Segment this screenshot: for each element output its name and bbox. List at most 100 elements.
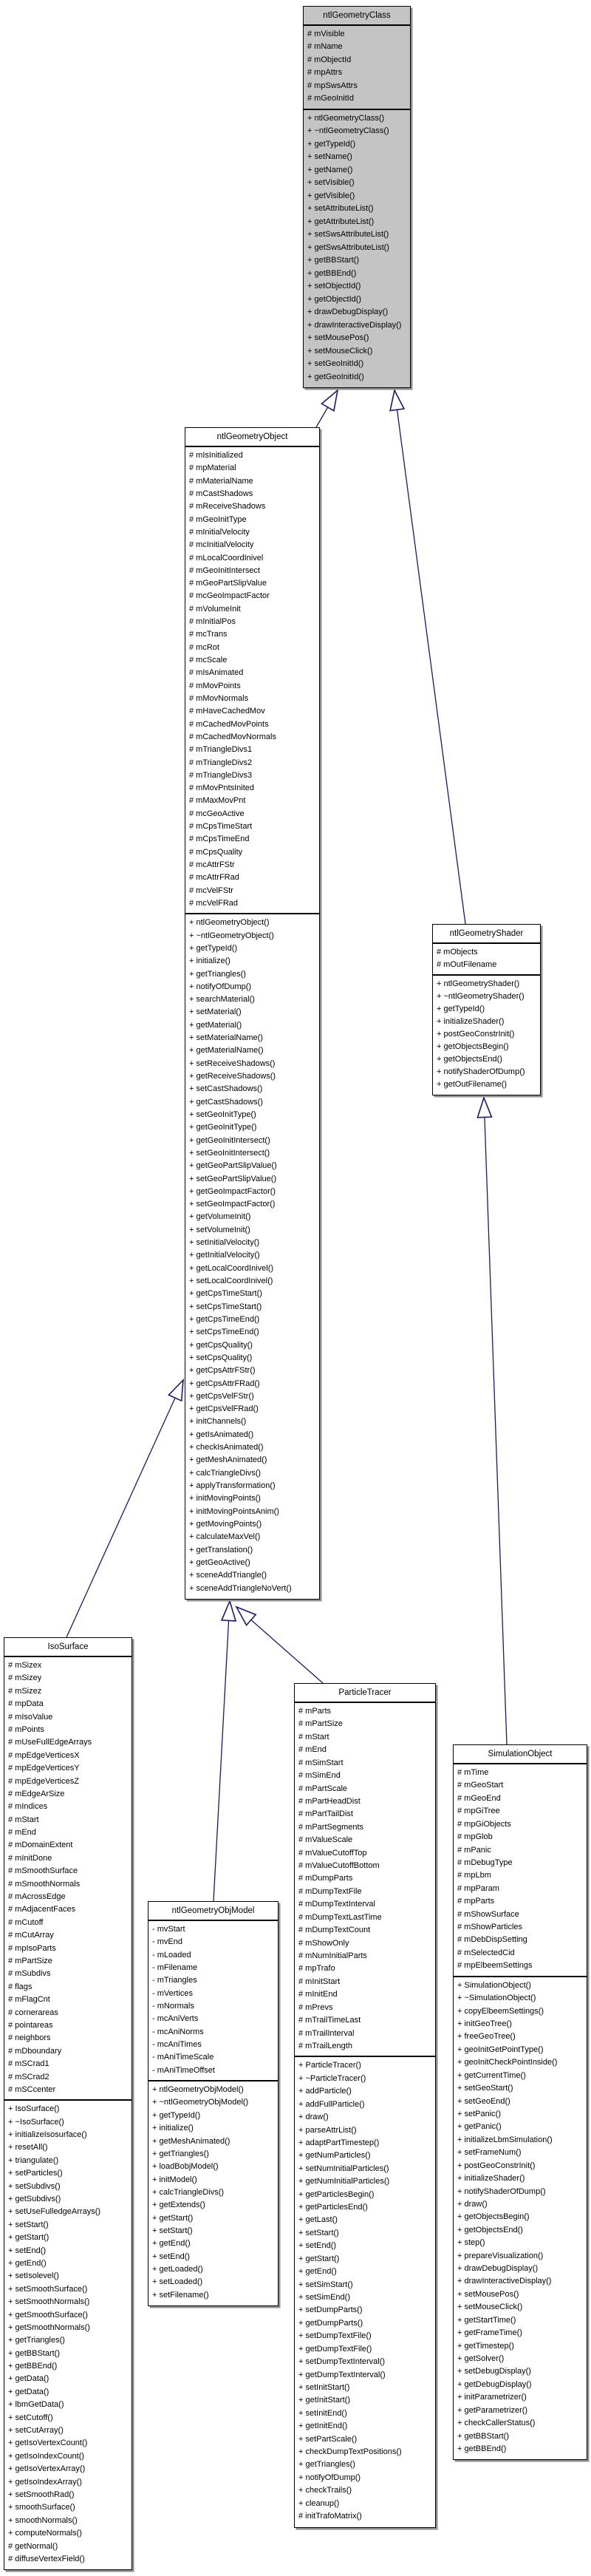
- attribute-row: # mpParts: [457, 1897, 495, 1906]
- method-row: + setCpsTimeEnd(): [189, 1328, 259, 1337]
- attribute-row: # neighbors: [8, 2033, 51, 2043]
- attribute-row: # mStart: [298, 1732, 329, 1741]
- method-row: + setStart(): [152, 2226, 193, 2235]
- method-row: + initializeIsosurface(): [8, 2130, 87, 2140]
- class-title[interactable]: ParticleTracer: [295, 1684, 435, 1703]
- method-row: + initializeLbmSimulation(): [457, 2135, 553, 2144]
- class-box-IsoSurface[interactable]: IsoSurface # mSizex# mSizey# mSizez# mpD…: [4, 1637, 132, 2570]
- method-row: + getInitStart(): [298, 2396, 351, 2405]
- attribute-row: # mTime: [457, 1768, 489, 1777]
- attribute-row: # mDumpParts: [298, 1874, 353, 1883]
- method-row: + setMaterial(): [189, 1007, 242, 1017]
- method-row: + getCpsVelFRad(): [189, 1404, 259, 1414]
- method-row: + getStartTime(): [457, 2315, 516, 2325]
- method-row: + setObjectId(): [307, 282, 361, 291]
- method-row: + getData(): [8, 2387, 49, 2396]
- class-title[interactable]: ntlGeometryShader: [433, 925, 540, 944]
- class-box-ntlGeometryObject[interactable]: ntlGeometryObject # mIsInitialized# mpMa…: [185, 427, 320, 1600]
- class-title[interactable]: SimulationObject: [454, 1745, 587, 1764]
- method-row: + addFullParticle(): [298, 2099, 365, 2109]
- class-box-ntlGeometryObjModel[interactable]: ntlGeometryObjModel - mvStart- mvEnd- mL…: [148, 1901, 279, 2306]
- method-row: + getDebugDisplay(): [457, 2379, 532, 2389]
- method-row: + getNumParticles(): [298, 2151, 371, 2161]
- attribute-row: # mTrailInterval: [298, 2028, 355, 2038]
- method-row: + getData(): [8, 2374, 49, 2384]
- class-box-ntlGeometryShader[interactable]: ntlGeometryShader # mObjects# mOutFilena…: [432, 924, 541, 1095]
- method-row: + setStart(): [8, 2220, 49, 2229]
- method-row: + setCpsTimeStart(): [189, 1302, 262, 1311]
- method-row: + sceneAddTriangleNoVert(): [189, 1583, 292, 1593]
- class-box-SimulationObject[interactable]: SimulationObject # mTime# mGeoStart# mGe…: [453, 1744, 587, 2460]
- attribute-row: # mMovPntsInited: [189, 784, 255, 793]
- attribute-row: # mPrevs: [298, 2002, 333, 2012]
- method-row: + drawInteractiveDisplay(): [457, 2277, 552, 2286]
- method-row: + setSubdivs(): [8, 2181, 61, 2191]
- methods-section: + ParticleTracer()+ ~ParticleTracer()+ a…: [295, 2057, 435, 2526]
- method-row: + setMousePos(): [457, 2289, 519, 2299]
- attribute-row: # mcAttrFRad: [189, 873, 239, 883]
- class-title[interactable]: ntlGeometryObjModel: [148, 1902, 278, 1921]
- class-title[interactable]: IsoSurface: [4, 1638, 131, 1657]
- method-row: + setInitStart(): [298, 2382, 350, 2392]
- method-row: + setInitialVelocity(): [189, 1238, 260, 1248]
- method-row: + ~ntlGeometryShader(): [437, 992, 525, 1001]
- attribute-row: # mTrailLength: [298, 2041, 352, 2050]
- class-title[interactable]: ntlGeometryClass: [304, 7, 410, 26]
- attribute-row: # mSimStart: [298, 1758, 344, 1767]
- method-row: + getObjectsBegin(): [457, 2212, 530, 2222]
- attribute-row: # mVolumeInit: [189, 604, 241, 614]
- method-row: + lbmGetData(): [8, 2400, 64, 2410]
- attribute-row: # mPartSize: [8, 1956, 52, 1965]
- class-title[interactable]: ntlGeometryObject: [185, 428, 319, 447]
- method-row: + setMouseClick(): [457, 2303, 523, 2312]
- method-row: + getTriangles(): [189, 969, 246, 979]
- method-row: + getIsoIndexArray(): [8, 2477, 82, 2487]
- attribute-row: # mpGiObjects: [457, 1819, 511, 1829]
- attribute-row: # mValueCutoffTop: [298, 1848, 367, 1858]
- inheritance-edge-ParticleTracer-to-ntlGeometryObject: [236, 1607, 324, 1684]
- attribute-row: # mDumpTextLastTime: [298, 1912, 382, 1922]
- method-row: + getGeoInitId(): [307, 372, 364, 381]
- attribute-row: # mpGlob: [457, 1832, 493, 1842]
- class-box-ParticleTracer[interactable]: ParticleTracer # mParts# mPartSize# mSta…: [294, 1683, 436, 2528]
- attribute-row: # mSCrad2: [8, 2072, 49, 2081]
- method-row: + getCpsAttrFStr(): [189, 1366, 256, 1376]
- attribute-row: # mpData: [8, 1699, 44, 1709]
- method-row: + step(): [457, 2238, 485, 2248]
- attribute-row: - mAniTimeOffset: [152, 2065, 215, 2075]
- attribute-row: # mNumInitialParts: [298, 1951, 367, 1961]
- method-row: + getEnd(): [8, 2258, 47, 2268]
- method-row: + getTypeId(): [152, 2110, 201, 2120]
- attribute-row: # mValueCutoffBottom: [298, 1861, 380, 1871]
- attribute-row: # mIsInitialized: [189, 451, 243, 460]
- method-row: + cleanup(): [298, 2498, 340, 2508]
- method-row: + setDumpTextFile(): [298, 2331, 372, 2341]
- method-row: + getGeoActive(): [189, 1557, 250, 1567]
- method-row: + getGeoInitType(): [189, 1123, 257, 1132]
- attribute-row: # mObjectId: [307, 55, 352, 64]
- method-row: + getEnd(): [298, 2267, 337, 2277]
- method-row: + postGeoConstrInit(): [457, 2161, 536, 2170]
- method-row: + setSimStart(): [298, 2280, 353, 2289]
- attribute-row: # mFlagCnt: [8, 1995, 50, 2005]
- attribute-row: # mObjects: [437, 948, 478, 956]
- method-row: + getDumpTextInterval(): [298, 2370, 386, 2379]
- method-row: + setIsolevel(): [8, 2271, 59, 2281]
- attribute-row: # mCpsQuality: [189, 847, 243, 857]
- class-box-ntlGeometryClass[interactable]: ntlGeometryClass # mVisible# mName# mObj…: [303, 6, 411, 388]
- method-row: + setSimEnd(): [298, 2292, 350, 2302]
- attribute-row: # mEnd: [8, 1828, 36, 1838]
- attributes-section: # mSizex# mSizey# mSizez# mpData# mIsoVa…: [4, 1657, 131, 2101]
- method-row: + getCpsTimeStart(): [189, 1289, 262, 1299]
- attribute-row: # mValueScale: [298, 1835, 353, 1845]
- method-row: + setVolumeInit(): [189, 1225, 250, 1234]
- method-row: + setGeoInitIntersect(): [189, 1148, 270, 1158]
- method-row: + initModel(): [152, 2175, 197, 2184]
- method-row: + getVisible(): [307, 191, 355, 200]
- attributes-section: - mvStart- mvEnd- mLoaded- mFilename- mT…: [148, 1921, 278, 2082]
- method-row: + getBBEnd(): [307, 268, 357, 278]
- method-row: + getTypeId(): [437, 1005, 485, 1013]
- method-row: + getGeoImpactFactor(): [189, 1186, 276, 1196]
- method-row: + ntlGeometryObjModel(): [152, 2085, 244, 2095]
- method-row: + getTriangles(): [8, 2336, 65, 2345]
